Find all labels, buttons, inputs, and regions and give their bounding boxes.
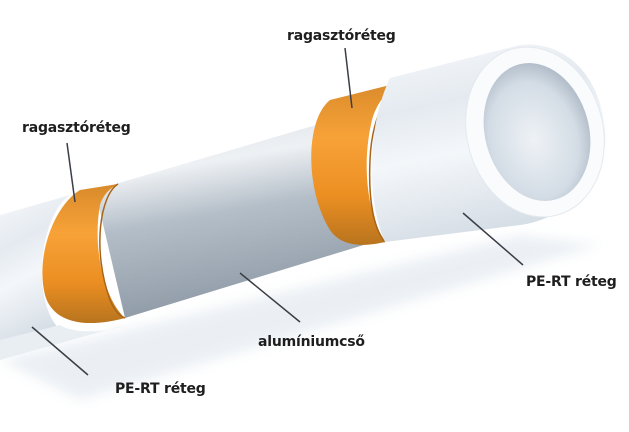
adhesive-ring-left [42, 184, 125, 324]
label-adhesive-layer-left: ragasztóréteg [22, 120, 131, 136]
leader-line-aluminium [239, 272, 301, 323]
label-pe-rt-layer-right: PE-RT réteg [526, 274, 617, 290]
label-pe-rt-layer-bottom: PE-RT réteg [115, 381, 206, 397]
label-adhesive-layer-top: ragasztóréteg [287, 28, 396, 44]
leader-line-pe-rt-right [462, 212, 524, 266]
aluminium-tube-body [95, 118, 380, 318]
leader-line-adhesive-top [344, 47, 353, 109]
pe-rt-outer-left-lower [0, 325, 125, 360]
pipe-bore [483, 63, 591, 201]
adhesive-ring-right [311, 80, 410, 245]
leader-line-pe-rt-bottom [31, 326, 89, 376]
label-aluminium-tube: alumíniumcső [258, 334, 365, 350]
pipe-shadow [0, 235, 600, 400]
leader-line-adhesive-left [66, 142, 76, 203]
adhesive-ring-left-edge [99, 183, 126, 319]
pe-rt-outer-left [0, 195, 70, 345]
